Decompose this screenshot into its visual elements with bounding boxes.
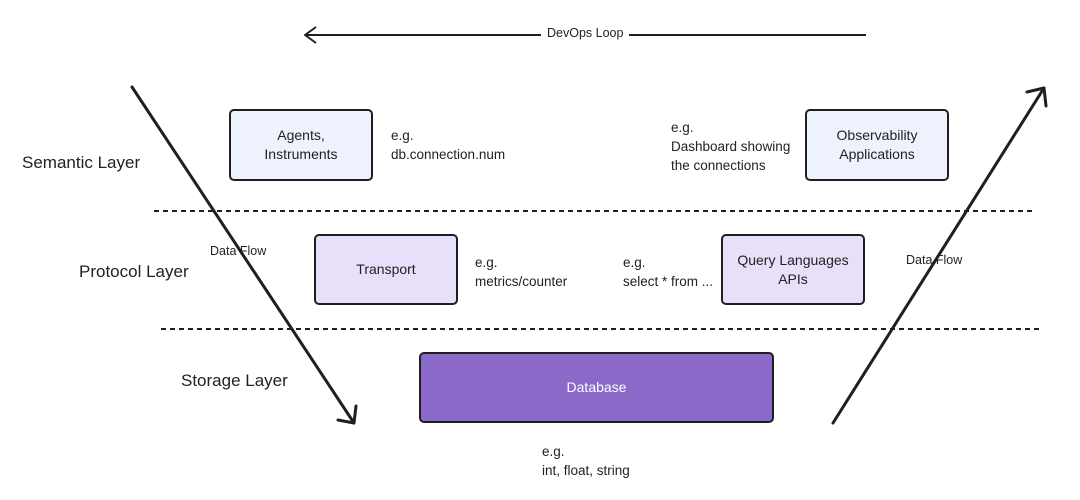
query-languages-label: Query Languages APIs	[737, 251, 849, 287]
agents-instruments-box: Agents, Instruments	[229, 109, 373, 181]
database-box: Database	[419, 352, 774, 423]
observability-example-note: e.g. Dashboard showing the connections	[671, 120, 791, 173]
transport-example-note: e.g. metrics/counter	[475, 255, 568, 289]
agents-instruments-label: Agents, Instruments	[264, 127, 338, 162]
database-example-note: e.g. int, float, string	[542, 444, 630, 478]
query-example-note: e.g. select * from ...	[623, 255, 714, 289]
observability-applications-box: Observability Applications	[805, 109, 949, 181]
transport-label: Transport	[356, 261, 416, 277]
storage-layer-label: Storage Layer	[181, 371, 288, 390]
right-data-flow-line	[831, 86, 1046, 425]
left-data-flow-label: Data Flow	[210, 244, 267, 258]
agents-example-note: e.g. db.connection.num	[391, 128, 506, 162]
semantic-layer-label: Semantic Layer	[22, 153, 141, 172]
database-label: Database	[566, 379, 627, 395]
devops-loop-label: DevOps Loop	[541, 26, 630, 40]
observability-applications-label: Observability Applications	[836, 127, 918, 162]
transport-box: Transport	[314, 234, 458, 305]
devops-loop-arrowhead	[304, 26, 317, 44]
query-languages-box: Query Languages APIs	[721, 234, 865, 305]
protocol-layer-label: Protocol Layer	[79, 262, 189, 281]
right-data-flow-arrowhead	[1025, 86, 1048, 108]
right-data-flow-label: Data Flow	[906, 253, 963, 267]
left-data-flow-line	[130, 85, 356, 425]
left-data-flow-arrowhead	[336, 404, 358, 425]
